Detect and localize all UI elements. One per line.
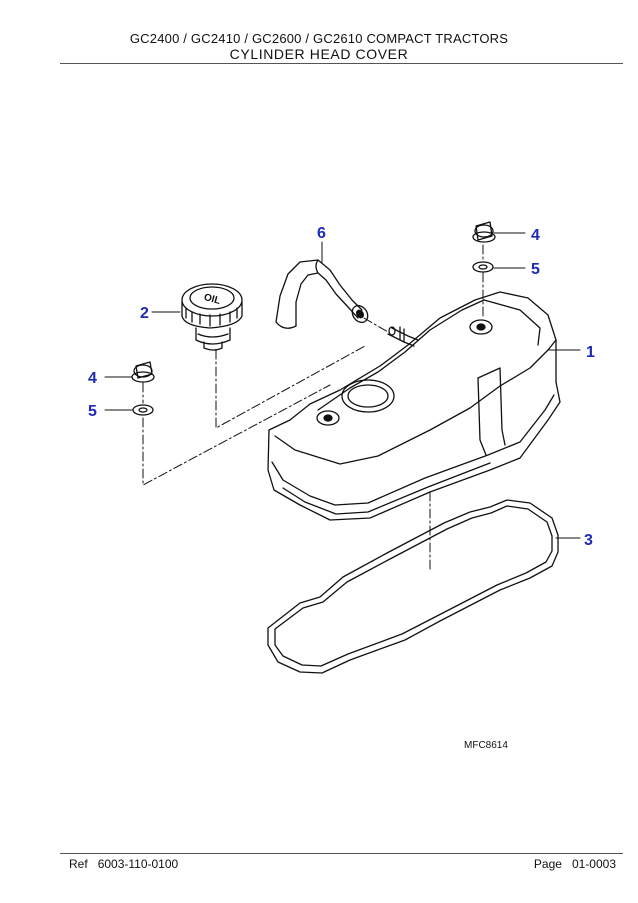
page-label: Page (533, 857, 562, 871)
callout-2: 2 (140, 305, 149, 322)
breather-hose-part-6 (275, 259, 369, 329)
nut-part-4-left (131, 361, 155, 383)
header-divider (60, 63, 623, 64)
nut-part-4-right (472, 221, 496, 243)
callout-3: 3 (584, 532, 593, 549)
footer-ref: Ref 6003-110-0100 (69, 857, 188, 871)
page-value: 01-0003 (571, 857, 616, 871)
footer-divider (60, 853, 623, 854)
callout-4-left: 4 (88, 370, 97, 387)
callout-leaders (104, 232, 581, 539)
section-title: CYLINDER HEAD COVER (229, 46, 409, 62)
models-title: GC2400 / GC2410 / GC2600 / GC2610 COMPAC… (129, 31, 509, 46)
callout-5-right: 5 (531, 261, 540, 278)
callout-4-right: 4 (531, 227, 540, 244)
ref-value: 6003-110-0100 (97, 857, 179, 871)
cylinder-head-cover-part-1 (267, 291, 561, 521)
washer-part-5-right (472, 261, 494, 273)
callout-1: 1 (586, 344, 595, 361)
oil-filler-cap-part-2: OIL (181, 283, 243, 351)
washer-part-5-left (132, 404, 154, 416)
figure-reference: MFC8614 (464, 740, 508, 751)
gasket-part-3 (267, 499, 559, 674)
footer-page: Page 01-0003 (534, 857, 616, 871)
ref-label: Ref (69, 857, 88, 871)
oil-cap-marking: OIL (203, 292, 222, 307)
assembly-lines (142, 244, 484, 573)
callout-5-left: 5 (88, 403, 97, 420)
callout-6: 6 (317, 225, 326, 242)
